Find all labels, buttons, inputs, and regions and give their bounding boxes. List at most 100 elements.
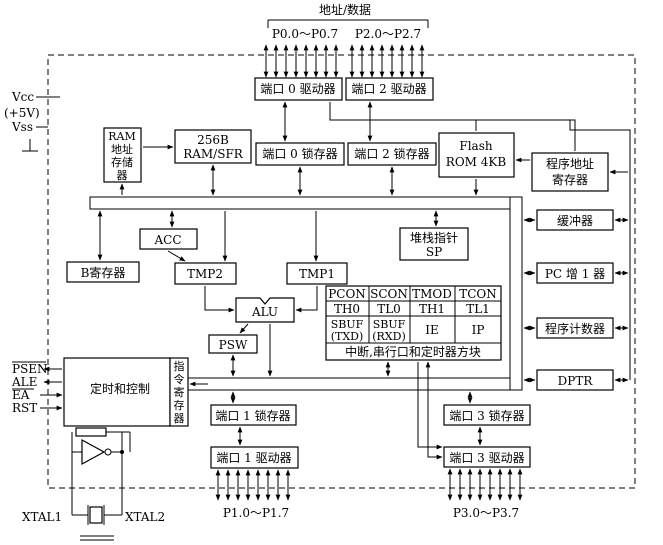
sfr-th1: TH1 (419, 302, 445, 316)
alu-label: ALU (251, 305, 278, 319)
sfr-ip: IP (472, 323, 485, 337)
p1-pins-label: P1.0～P1.7 (223, 506, 289, 520)
internal-bus-bottom (184, 377, 521, 391)
ir-text: 存 (174, 398, 185, 412)
port2-latch-label: 端口 2 锁存器 (354, 146, 429, 161)
chip-boundary (47, 54, 636, 489)
port2-driver-label: 端口 2 驱动器 (351, 82, 426, 96)
sp-text: 堆栈指针 (410, 230, 458, 245)
dptr-label: DPTR (558, 374, 594, 388)
stack-pointer (399, 227, 469, 261)
port0-latch (255, 142, 345, 166)
port0-driver-label: 端口 0 驱动器 (260, 82, 335, 96)
ale-pin: ALE (11, 375, 37, 389)
port0-latch-label: 端口 0 锁存器 (262, 146, 337, 161)
b-register-label: B寄存器 (81, 265, 126, 280)
program-address-register (531, 152, 609, 192)
internal-bus-right (509, 196, 523, 391)
dptr (536, 369, 614, 391)
ram-addr-text: 存储 (111, 155, 133, 169)
p2-pin-lines (349, 44, 425, 78)
sfr-tcon: TCON (459, 287, 497, 301)
voltage-label: (+5V) (4, 106, 40, 120)
sfr-sbuf-txd: SBUF (331, 318, 364, 331)
sfr-table: PCON SCON TMOD TCON TH0 TL0 TH1 TL1 SBUF… (325, 285, 502, 361)
port1-latch-label: 端口 1 锁存器 (215, 408, 290, 423)
ram-addr-text: RAM (108, 130, 136, 143)
port3-latch (443, 404, 531, 426)
sfr-sbuf-rxd: SBUF (373, 318, 406, 331)
sp-text: SP (426, 245, 442, 259)
ir-text: 寄 (174, 385, 185, 399)
alu (235, 297, 295, 323)
program-counter-label: 程序计数器 (545, 321, 605, 336)
psw-label: PSW (219, 338, 248, 352)
buffer-label: 缓冲器 (557, 213, 593, 228)
acc-label: ACC (153, 233, 181, 247)
tmp1-register (286, 262, 348, 285)
p1-pin-lines (215, 469, 291, 501)
sfr-scon: SCON (370, 287, 408, 301)
port2-driver (345, 77, 434, 101)
internal-bus-top (89, 196, 521, 210)
xtal1-label: XTAL1 (22, 510, 62, 524)
pc-addr-text: 程序地址 (546, 156, 594, 171)
port2-latch (347, 142, 437, 166)
flash-rom (438, 132, 515, 178)
sfr-sbuf-rxd: (RXD) (372, 330, 406, 343)
port1-driver-label: 端口 1 驱动器 (216, 451, 291, 465)
port3-driver (443, 446, 531, 468)
oscillator (71, 427, 131, 541)
sfr-tl1: TL1 (466, 302, 490, 316)
psw-register (208, 334, 258, 354)
timing-and-control (63, 357, 171, 427)
pc-incrementer-label: PC 增 1 器 (545, 267, 605, 281)
sfr-caption: 中断,串行口和定时器方块 (345, 344, 481, 359)
flash-rom-text: Flash (459, 139, 492, 153)
p2-pins-label: P2.0～P2.7 (355, 27, 421, 41)
port1-driver (210, 446, 299, 469)
sfr-pcon: PCON (328, 287, 366, 301)
ram-addr-text: 地址 (111, 142, 133, 156)
psen-pin: PSEN (12, 362, 48, 376)
tmp1-label: TMP1 (299, 267, 335, 281)
p3-pin-lines (447, 468, 523, 501)
bus-title: 地址/数据 (319, 2, 371, 17)
sfr-tl0: TL0 (377, 302, 401, 316)
p0-pins-label: P0.0～P0.7 (272, 27, 338, 41)
rst-pin: RST (12, 401, 37, 415)
vcc-label: Vcc (11, 90, 34, 104)
ea-pin: EA (12, 388, 30, 402)
tmp2-label: TMP2 (187, 267, 223, 281)
pc-addr-text: 寄存器 (552, 172, 588, 187)
timing-control-label: 定时和控制 (90, 381, 150, 396)
port0-driver (254, 77, 343, 101)
port1-latch (210, 404, 297, 426)
instruction-register (169, 357, 189, 427)
ram-sfr-text: 256B (197, 133, 229, 147)
sfr-sbuf-txd: (TXD) (331, 330, 364, 343)
vss-label: Vss (11, 120, 33, 134)
b-register (66, 261, 140, 283)
buffer (536, 209, 614, 231)
p0-pin-lines (263, 44, 339, 78)
sfr-ie: IE (425, 323, 439, 337)
ir-text: 令 (174, 372, 185, 386)
ram-address-register (103, 127, 142, 183)
flash-rom-text: ROM 4KB (446, 155, 507, 169)
sfr-th0: TH0 (334, 302, 360, 316)
acc-register (139, 228, 198, 250)
ram-addr-text: 器 (117, 169, 128, 182)
ram-sfr (174, 129, 252, 164)
port3-latch-label: 端口 3 锁存器 (449, 408, 524, 423)
tmp2-register (174, 262, 237, 285)
p3-pins-label: P3.0～P3.7 (453, 506, 519, 520)
ir-text: 器 (174, 412, 185, 425)
pc-incrementer (536, 262, 614, 284)
sfr-tmod: TMOD (412, 287, 452, 301)
port3-driver-label: 端口 3 驱动器 (449, 451, 524, 465)
ram-sfr-text: RAM/SFR (183, 147, 244, 161)
xtal2-label: XTAL2 (125, 510, 165, 524)
ir-text: 指 (174, 359, 185, 373)
